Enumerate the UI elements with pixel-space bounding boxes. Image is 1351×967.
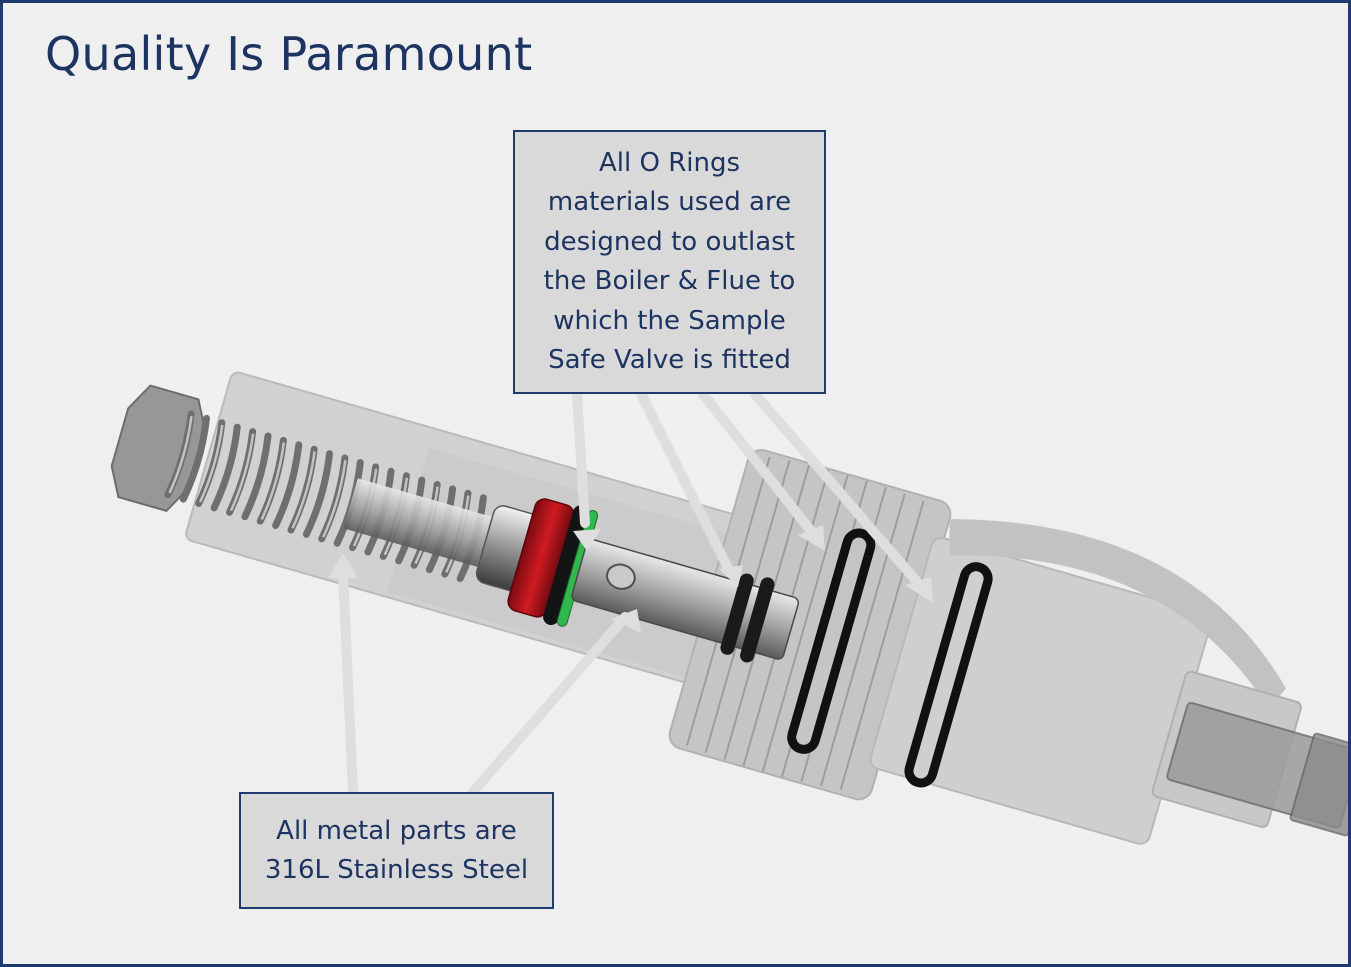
large-o-ring-2 bbox=[904, 562, 993, 788]
arrowhead-shaft bbox=[611, 609, 641, 633]
hex-end-nut bbox=[110, 384, 207, 513]
arrowhead-large-o-ring-1 bbox=[798, 525, 825, 551]
callout-line: 316L Stainless Steel bbox=[264, 854, 529, 885]
callout-line: the Boiler & Flue to bbox=[543, 266, 796, 296]
pointer-lines bbox=[338, 389, 923, 797]
metal-parts-callout: All metal parts are 316L Stainless Steel bbox=[239, 792, 554, 909]
callout-line: which the Sample bbox=[553, 305, 786, 336]
arrowhead-large-o-ring-2 bbox=[905, 577, 933, 603]
callout-line: designed to outlast bbox=[544, 226, 795, 257]
callout-line: materials used are bbox=[547, 187, 792, 217]
callout-line: All metal parts are bbox=[276, 815, 517, 846]
arrowhead-shaft-o-ring bbox=[719, 565, 743, 587]
valve-cutaway-illustration bbox=[110, 371, 1348, 845]
arrowhead-spring bbox=[328, 553, 358, 578]
threaded-rod bbox=[343, 478, 512, 573]
slide-title: Quality Is Paramount bbox=[45, 27, 533, 81]
callout-line: All O Rings bbox=[598, 147, 741, 178]
shaft-o-ring-1 bbox=[720, 573, 754, 655]
pointer-arrowheads bbox=[328, 525, 933, 633]
shaft-o-ring-2 bbox=[740, 577, 775, 663]
large-o-ring-1 bbox=[787, 528, 876, 754]
o-rings-callout: All O Rings materials used are designed … bbox=[513, 130, 826, 394]
arrowhead-green-ring bbox=[573, 529, 601, 551]
callout-line: Safe Valve is fitted bbox=[548, 345, 791, 375]
